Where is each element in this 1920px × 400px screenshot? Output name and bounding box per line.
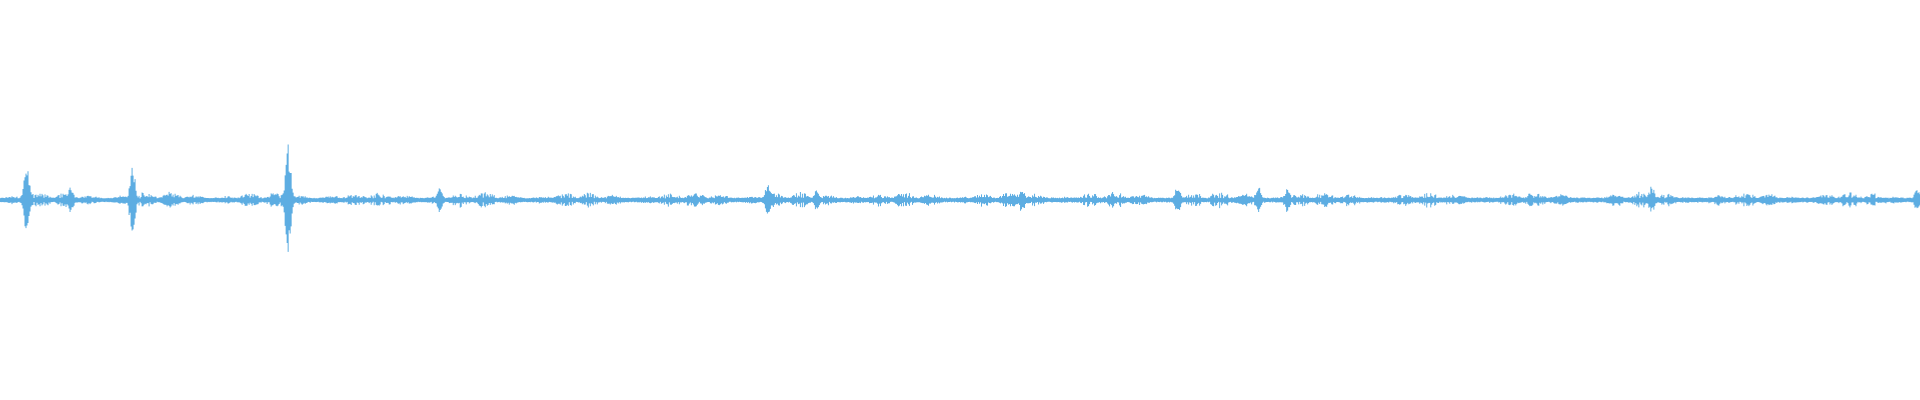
waveform-trace bbox=[0, 144, 1920, 252]
